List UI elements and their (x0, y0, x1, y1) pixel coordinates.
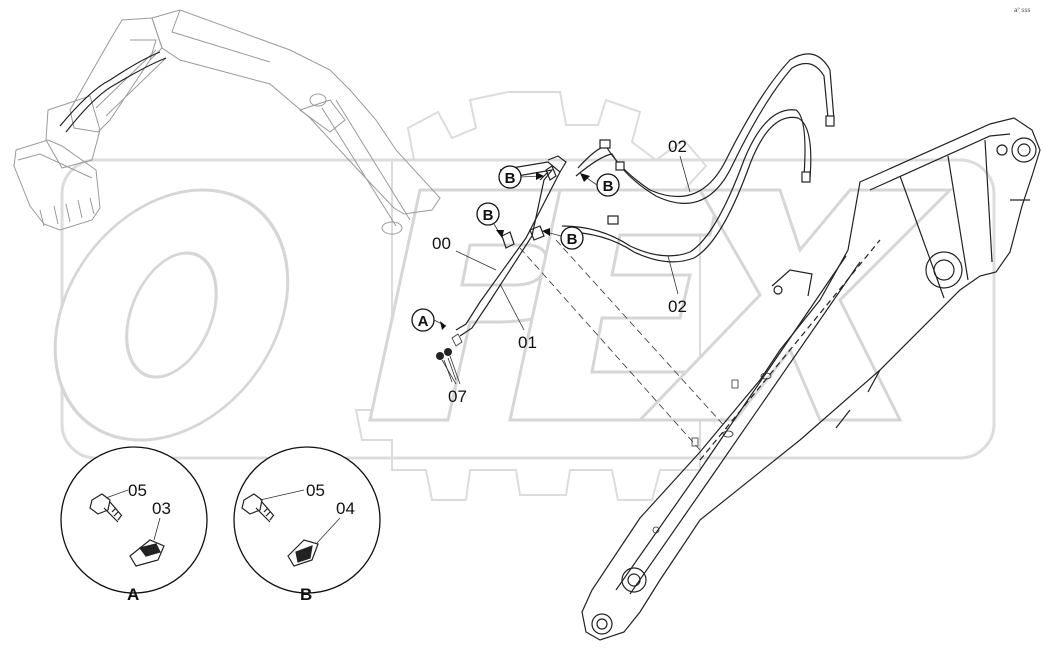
svg-text:B: B (300, 585, 312, 604)
svg-text:05: 05 (306, 481, 325, 500)
svg-text:B: B (603, 178, 614, 195)
svg-text:05: 05 (128, 481, 147, 500)
svg-text:A: A (127, 585, 139, 604)
grease-nipples (436, 333, 463, 383)
label-02b: 02 (667, 255, 687, 316)
svg-text:B: B (483, 207, 494, 224)
svg-text:03: 03 (152, 499, 171, 518)
detail-b: 05 04 B (233, 446, 381, 604)
callout-b3: B (476, 202, 504, 238)
arm-clip-points (652, 372, 772, 534)
svg-text:A: A (418, 313, 429, 330)
svg-text:00: 00 (432, 234, 451, 253)
svg-text:B: B (567, 231, 578, 248)
svg-text:01: 01 (518, 333, 537, 352)
label-07: 07 (441, 355, 467, 406)
watermark-logo (53, 91, 996, 501)
excavator-arm-overview (13, 9, 441, 235)
pipe-assembly (455, 155, 729, 451)
arm-main (581, 117, 1041, 641)
callout-b4: B (542, 226, 584, 250)
svg-text:B: B (505, 170, 516, 187)
svg-text:07: 07 (448, 387, 467, 406)
callout-a1: A (411, 308, 447, 332)
label-02a: 02 (668, 137, 691, 193)
detail-a-clamp (129, 539, 165, 567)
arm-pin-bosses (591, 137, 1037, 635)
hose-assembly (561, 53, 835, 263)
detail-a-bolt (89, 493, 123, 523)
label-00: 00 (432, 234, 497, 271)
callout-b1: B (498, 165, 544, 189)
label-01: 01 (499, 283, 537, 352)
detail-a: 05 03 A (60, 446, 208, 604)
callout-b2: B (580, 173, 620, 197)
svg-text:02: 02 (668, 137, 687, 156)
corner-mark: a° sss (1014, 8, 1030, 14)
svg-text:02: 02 (668, 297, 687, 316)
gear-outline (354, 91, 708, 501)
detail-b-clamp (287, 539, 319, 567)
detail-b-bolt (241, 493, 275, 523)
svg-text:04: 04 (336, 499, 355, 518)
watermark-letters (53, 188, 954, 442)
